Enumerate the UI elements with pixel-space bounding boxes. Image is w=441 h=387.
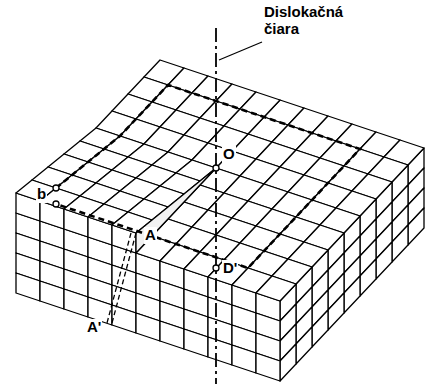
side-face-cell <box>344 276 360 313</box>
side-face-cell <box>392 225 408 262</box>
side-face-cell <box>376 242 392 279</box>
cut-line <box>107 233 131 323</box>
side-face-cell <box>296 327 312 364</box>
dislocation-line <box>215 28 217 384</box>
front-face-cell <box>16 273 40 301</box>
point-label: A' <box>86 319 102 336</box>
top-surface-cell <box>256 276 296 301</box>
side-face-cell <box>280 344 296 381</box>
front-face-cell <box>40 281 64 309</box>
burgers-vector-label: b <box>36 186 47 203</box>
front-face-cell <box>184 329 208 357</box>
side-face-cell <box>328 293 344 330</box>
front-face-cell <box>112 305 136 333</box>
point-label: D' <box>222 260 238 277</box>
point-label: A <box>144 227 157 244</box>
cut-line <box>112 233 136 323</box>
point-o <box>213 165 219 171</box>
front-face-cell <box>160 321 184 349</box>
circuit-point <box>53 185 59 191</box>
step-face <box>136 168 216 253</box>
front-face-cell <box>256 353 280 381</box>
leader-line <box>219 42 262 60</box>
point-d <box>213 265 219 271</box>
front-face-cell <box>232 345 256 373</box>
side-face-cell <box>360 259 376 296</box>
circuit-point <box>53 201 59 207</box>
front-face-cell <box>64 289 88 317</box>
point-label: O <box>222 146 236 163</box>
burgers-circuit <box>56 85 360 268</box>
side-face-cell <box>312 310 328 347</box>
side-face-cell <box>408 208 424 245</box>
front-face-cell <box>136 313 160 341</box>
front-face-cell <box>208 337 232 365</box>
dislocation-line-label: Dislokačná čiara <box>264 4 356 37</box>
